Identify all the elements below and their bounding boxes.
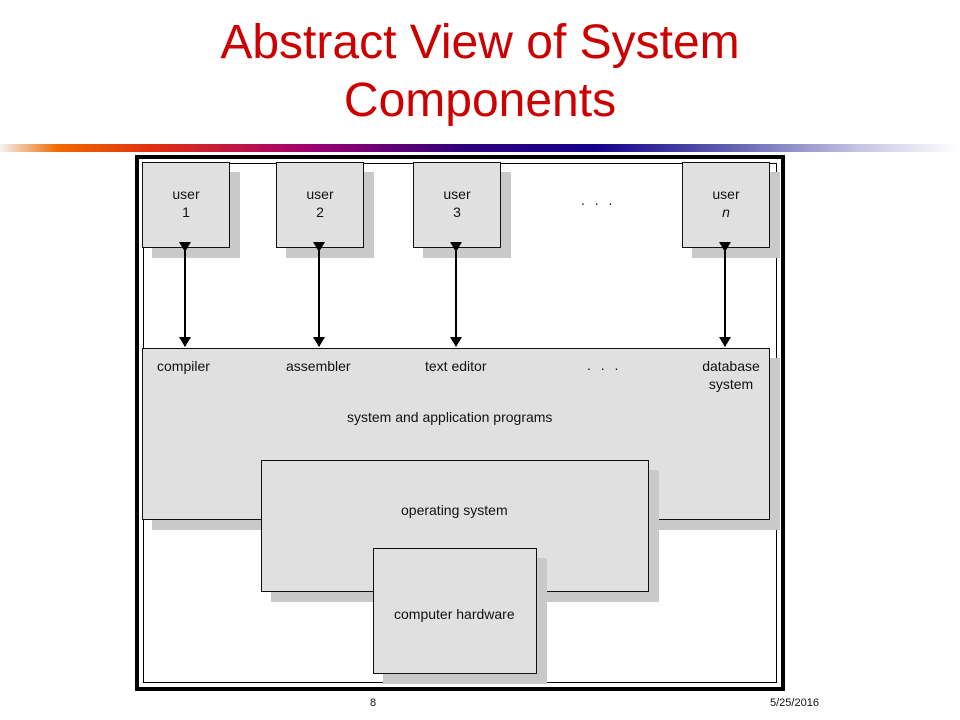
operating-system-label: operating system bbox=[401, 502, 508, 518]
users-ellipsis: . . . bbox=[581, 192, 616, 208]
user-box-2: user 2 bbox=[276, 162, 364, 248]
program-text-editor: text editor bbox=[425, 358, 487, 374]
programs-ellipsis: . . . bbox=[587, 357, 622, 373]
title-divider bbox=[0, 144, 960, 152]
computer-hardware-label: computer hardware bbox=[394, 606, 515, 622]
title-line-2: Components bbox=[343, 74, 617, 127]
user-index: n bbox=[722, 204, 730, 220]
user-index: 2 bbox=[316, 204, 324, 220]
slide-date: 5/25/2016 bbox=[770, 697, 819, 709]
user-label: user bbox=[306, 186, 334, 202]
user-box-3: user 3 bbox=[413, 162, 501, 248]
program-assembler: assembler bbox=[286, 358, 351, 374]
user-label: user bbox=[172, 186, 200, 202]
user-box-n: user n bbox=[682, 162, 770, 248]
program-compiler: compiler bbox=[157, 358, 210, 374]
programs-layer-label: system and application programs bbox=[347, 409, 553, 425]
page-number: 8 bbox=[370, 697, 377, 709]
computer-hardware-box: computer hardware bbox=[373, 548, 537, 674]
title-line-1: Abstract View of System bbox=[220, 16, 740, 69]
user-label: user bbox=[712, 186, 740, 202]
user-label: user bbox=[443, 186, 471, 202]
program-database-system: database system bbox=[702, 358, 760, 392]
slide-title: Abstract View of System Components bbox=[0, 14, 960, 130]
user-box-1: user 1 bbox=[142, 162, 230, 248]
user-index: 1 bbox=[182, 204, 190, 220]
user-index: 3 bbox=[453, 204, 461, 220]
